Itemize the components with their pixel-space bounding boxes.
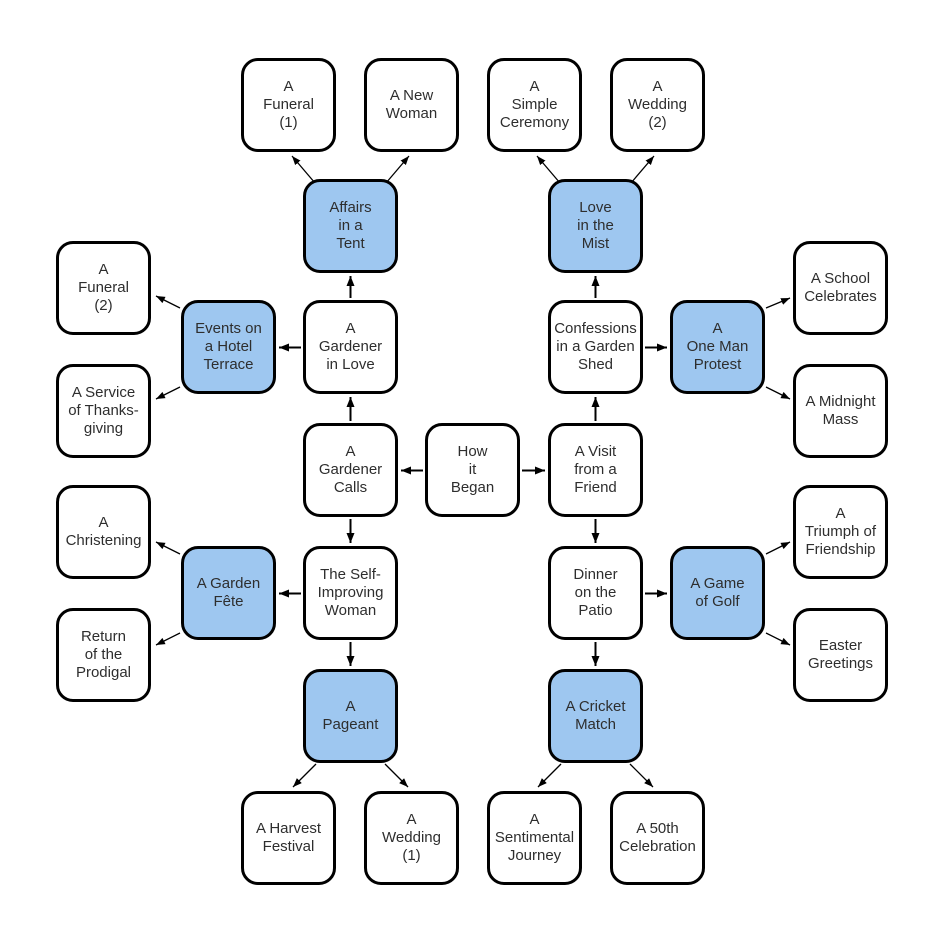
node-a-simple-ceremony: A Simple Ceremony bbox=[487, 58, 582, 152]
node-love-in-the-mist: Love in the Mist bbox=[548, 179, 643, 273]
node-events-on-a-hotel-terrace: Events on a Hotel Terrace bbox=[181, 300, 276, 394]
node-a-visit-from-a-friend: A Visit from a Friend bbox=[548, 423, 643, 517]
edge-branch bbox=[630, 155, 655, 184]
node-a-harvest-festival: A Harvest Festival bbox=[241, 791, 336, 885]
node-a-garden-fete: A Garden Fête bbox=[181, 546, 276, 640]
edge-branch bbox=[629, 763, 654, 788]
edge-branch bbox=[537, 763, 562, 788]
node-a-cricket-match: A Cricket Match bbox=[548, 669, 643, 763]
edge-branch bbox=[536, 155, 561, 184]
edge-branch bbox=[291, 155, 316, 184]
node-a-wedding-1: A Wedding (1) bbox=[364, 791, 459, 885]
edge-branch bbox=[765, 541, 791, 555]
node-easter-greetings: Easter Greetings bbox=[793, 608, 888, 702]
node-affairs-in-a-tent: Affairs in a Tent bbox=[303, 179, 398, 273]
node-a-funeral-2: A Funeral (2) bbox=[56, 241, 151, 335]
node-a-school-celebrates: A School Celebrates bbox=[793, 241, 888, 335]
node-a-gardener-calls: A Gardener Calls bbox=[303, 423, 398, 517]
edge-branch bbox=[765, 386, 791, 400]
node-a-one-man-protest: A One Man Protest bbox=[670, 300, 765, 394]
node-confessions-in-a-garden-shed: Confessions in a Garden Shed bbox=[548, 300, 643, 394]
node-a-game-of-golf: A Game of Golf bbox=[670, 546, 765, 640]
edge-branch bbox=[292, 763, 317, 788]
node-a-wedding-2: A Wedding (2) bbox=[610, 58, 705, 152]
node-a-new-woman: A New Woman bbox=[364, 58, 459, 152]
edge-branch bbox=[384, 763, 409, 788]
node-a-triumph-of-friendship: A Triumph of Friendship bbox=[793, 485, 888, 579]
node-dinner-on-the-patio: Dinner on the Patio bbox=[548, 546, 643, 640]
node-a-pageant: A Pageant bbox=[303, 669, 398, 763]
node-return-of-the-prodigal: Return of the Prodigal bbox=[56, 608, 151, 702]
node-a-sentimental-journey: A Sentimental Journey bbox=[487, 791, 582, 885]
node-a-50th-celebration: A 50th Celebration bbox=[610, 791, 705, 885]
edge-branch bbox=[155, 295, 181, 309]
edge-branch bbox=[385, 155, 410, 184]
node-a-midnight-mass: A Midnight Mass bbox=[793, 364, 888, 458]
edge-branch bbox=[155, 632, 181, 646]
edge-branch bbox=[765, 632, 791, 646]
node-how-it-began: How it Began bbox=[425, 423, 520, 517]
edge-branch bbox=[155, 541, 181, 555]
node-a-funeral-1: A Funeral (1) bbox=[241, 58, 336, 152]
node-the-self-improving-woman: The Self- Improving Woman bbox=[303, 546, 398, 640]
node-a-christening: A Christening bbox=[56, 485, 151, 579]
edge-branch bbox=[155, 386, 181, 400]
node-a-gardener-in-love: A Gardener in Love bbox=[303, 300, 398, 394]
node-a-service-of-thanksgiving: A Service of Thanks- giving bbox=[56, 364, 151, 458]
edge-branch bbox=[765, 297, 791, 309]
